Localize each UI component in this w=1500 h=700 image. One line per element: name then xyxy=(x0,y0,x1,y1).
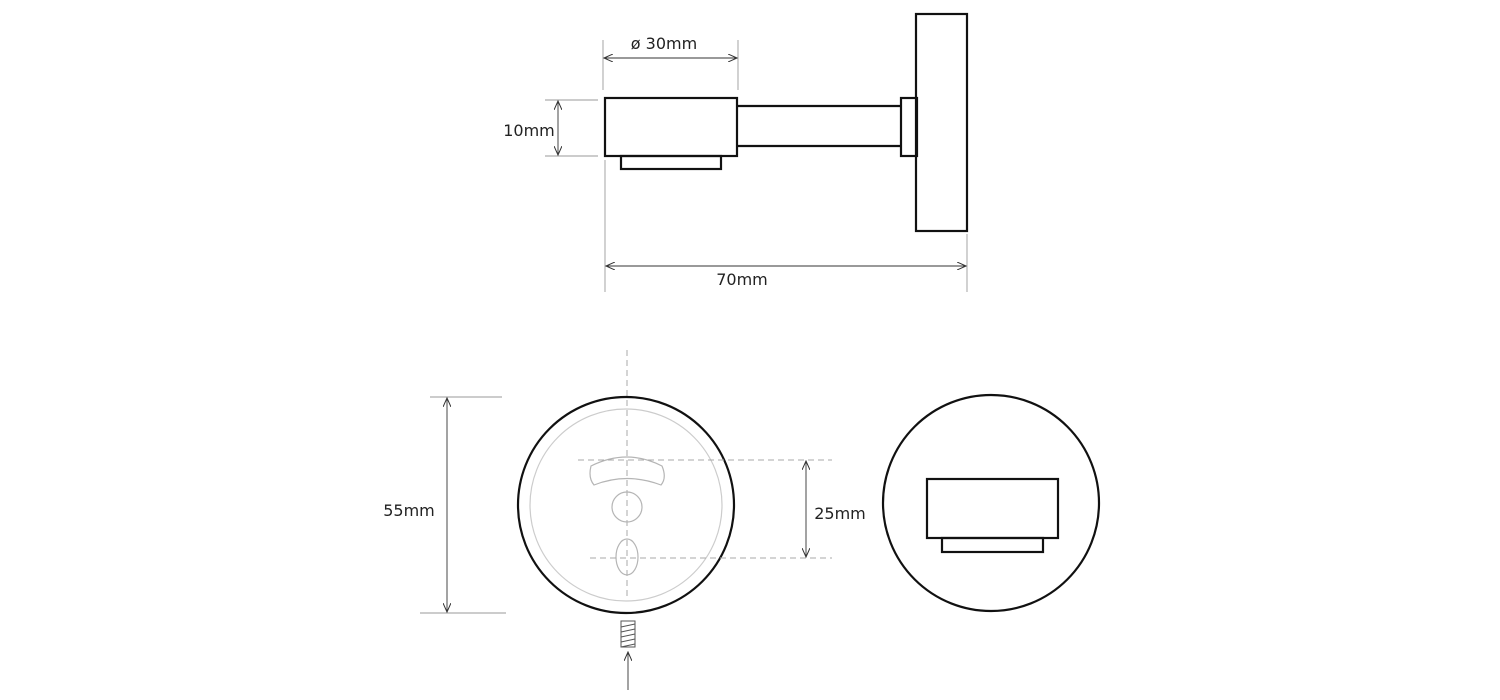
grub-screw xyxy=(620,620,636,648)
length-label: 70mm xyxy=(716,270,768,289)
front-view xyxy=(881,393,1101,613)
front-head-block xyxy=(925,477,1060,540)
plate-outer-circle xyxy=(516,395,736,615)
spacing-label: 25mm xyxy=(814,504,866,523)
back-view: 25mm 55mm xyxy=(383,350,866,690)
side-view: ø 30mm 10mm 70mm xyxy=(503,12,969,292)
front-head-pad xyxy=(940,536,1045,554)
center-hole xyxy=(611,491,643,523)
plate-diameter-label: 55mm xyxy=(383,501,435,520)
front-plate-circle xyxy=(881,393,1101,613)
plate-collar xyxy=(899,96,919,158)
diameter-label: ø 30mm xyxy=(631,34,697,53)
head-pad xyxy=(619,154,723,171)
screw-hole xyxy=(615,538,639,576)
hanging-slot xyxy=(589,456,665,486)
head-block xyxy=(603,96,739,158)
plate-inner-circle xyxy=(529,408,723,602)
height-label: 10mm xyxy=(503,121,555,140)
wall-plate xyxy=(914,12,969,233)
